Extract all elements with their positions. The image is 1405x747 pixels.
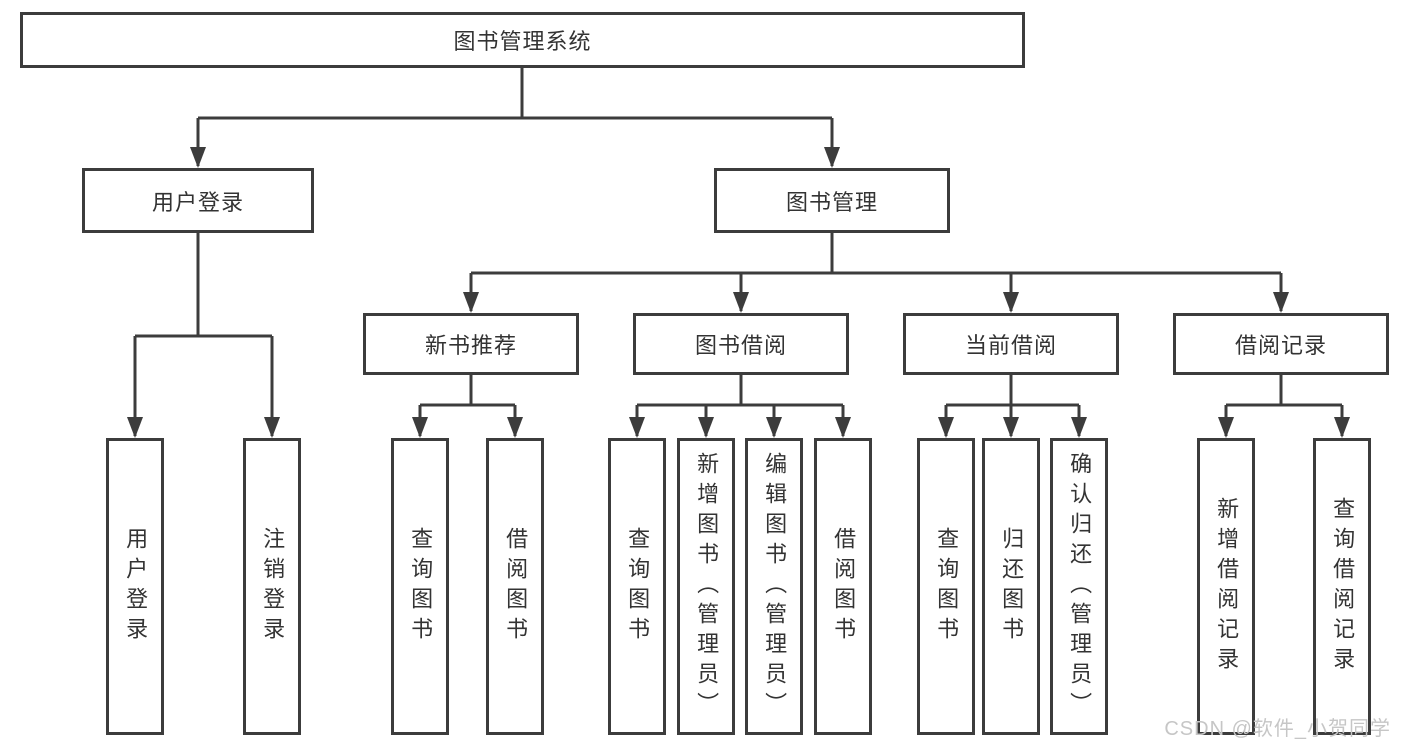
leaf-logout-label: 注销登录	[260, 526, 286, 647]
leaf-user-login-label: 用户登录	[123, 526, 149, 647]
node-book-management-module-label: 图书管理	[785, 189, 878, 215]
leaf-bb-edit-book-admin: 编辑图书（管理员）	[745, 438, 803, 735]
leaf-rec-query-book: 查询图书	[391, 438, 449, 735]
leaf-br-add-record: 新增借阅记录	[1197, 438, 1255, 735]
leaf-user-login: 用户登录	[106, 438, 164, 735]
leaf-rec-query-book-label: 查询图书	[408, 526, 434, 647]
leaf-cb-confirm-return-admin-label: 确认归还（管理员）	[1067, 451, 1093, 722]
leaf-bb-query-book: 查询图书	[608, 438, 666, 735]
leaf-bb-edit-book-admin-label: 编辑图书（管理员）	[762, 451, 788, 722]
leaf-logout: 注销登录	[243, 438, 301, 735]
leaf-cb-query-book: 查询图书	[917, 438, 975, 735]
node-new-book-recommendation-label: 新书推荐	[424, 333, 517, 358]
leaf-bb-add-book-admin-label: 新增图书（管理员）	[694, 451, 720, 722]
node-borrowing-records-label: 借阅记录	[1234, 333, 1327, 358]
leaf-bb-borrow-book-label: 借阅图书	[831, 526, 857, 647]
node-book-borrowing-label: 图书借阅	[694, 333, 787, 358]
node-book-borrowing: 图书借阅	[633, 313, 849, 375]
leaf-br-query-record-label: 查询借阅记录	[1330, 496, 1356, 677]
leaf-br-query-record: 查询借阅记录	[1313, 438, 1371, 735]
leaf-bb-query-book-label: 查询图书	[625, 526, 651, 647]
leaf-cb-return-book: 归还图书	[982, 438, 1040, 735]
node-book-management-module: 图书管理	[714, 168, 950, 233]
node-current-borrowing: 当前借阅	[903, 313, 1119, 375]
leaf-bb-borrow-book: 借阅图书	[814, 438, 872, 735]
node-library-management-system-label: 图书管理系统	[453, 29, 592, 54]
node-library-management-system: 图书管理系统	[20, 12, 1025, 68]
leaf-cb-confirm-return-admin: 确认归还（管理员）	[1050, 438, 1108, 735]
leaf-rec-borrow-book-label: 借阅图书	[503, 526, 529, 647]
node-new-book-recommendation: 新书推荐	[363, 313, 579, 375]
node-current-borrowing-label: 当前借阅	[964, 333, 1057, 358]
leaf-bb-add-book-admin: 新增图书（管理员）	[677, 438, 735, 735]
leaf-cb-return-book-label: 归还图书	[999, 526, 1025, 647]
leaf-cb-query-book-label: 查询图书	[934, 526, 960, 647]
node-user-login-module: 用户登录	[82, 168, 314, 233]
node-borrowing-records: 借阅记录	[1173, 313, 1389, 375]
node-user-login-module-label: 用户登录	[151, 189, 244, 215]
leaf-br-add-record-label: 新增借阅记录	[1214, 496, 1240, 677]
csdn-watermark: CSDN @软件_小贺同学	[1164, 718, 1391, 740]
leaf-rec-borrow-book: 借阅图书	[486, 438, 544, 735]
